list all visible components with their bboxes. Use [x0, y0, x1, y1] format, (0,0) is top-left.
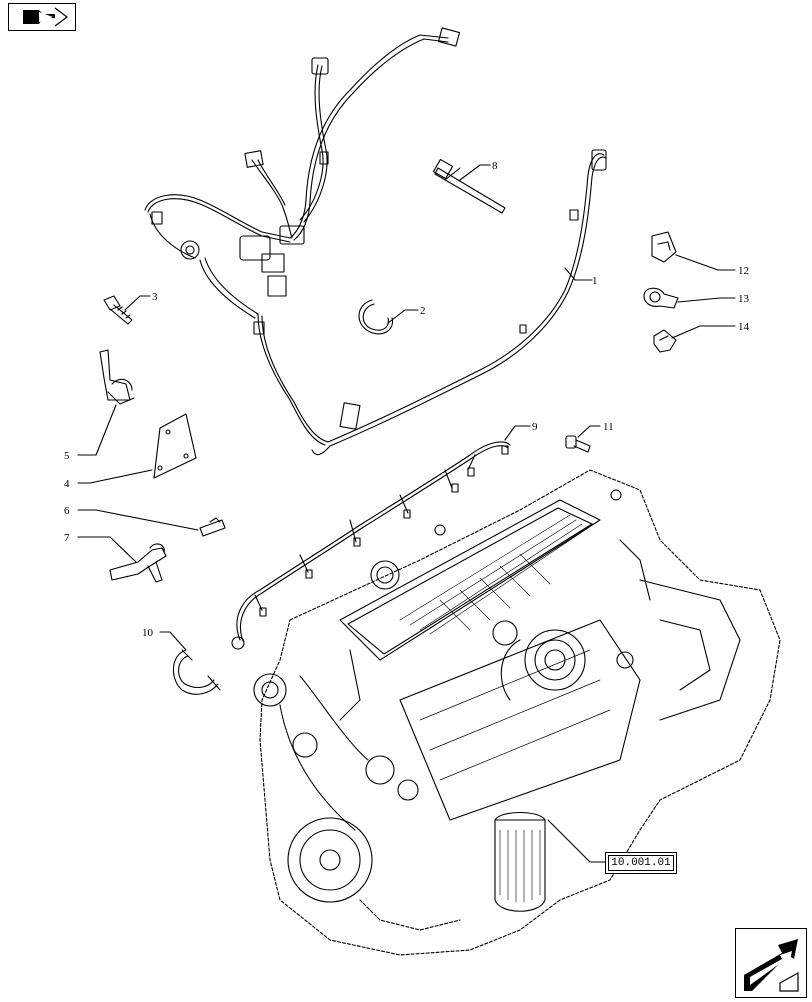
callout-1-leader: [564, 267, 593, 281]
book-arrow-icon: [23, 7, 68, 27]
callout-9: 9: [532, 421, 538, 433]
screw: [565, 435, 591, 453]
callout-8: 8: [492, 160, 498, 172]
callout-4: 4: [64, 478, 70, 490]
callout-13-leader: [677, 297, 736, 303]
callout-6-leader: [77, 509, 199, 531]
callout-2-leader: [387, 309, 419, 324]
callout-3: 3: [152, 291, 158, 303]
clip-ring: [358, 299, 394, 335]
callout-3-leader: [124, 295, 151, 311]
callout-14-leader: [671, 325, 736, 339]
plate: [153, 413, 197, 479]
callout-4-leader: [77, 469, 153, 484]
callout-10-leader: [159, 631, 187, 651]
hose-clamp: [172, 649, 221, 695]
small-clip: [199, 517, 226, 537]
clip-13: [643, 287, 679, 309]
bolt: [103, 295, 133, 325]
clip-14: [653, 329, 677, 353]
callout-1: 1: [592, 275, 598, 287]
engine-assembly: [253, 469, 781, 956]
clip-12: [651, 231, 677, 263]
reference-label-10-001-01[interactable]: 10.001.01: [605, 852, 677, 874]
callout-9-leader: [504, 425, 531, 441]
bracket: [99, 349, 135, 405]
cable-tie: [432, 158, 506, 214]
next-page-arrow-icon: [744, 939, 799, 992]
callout-2: 2: [420, 305, 426, 317]
callout-11: 11: [603, 421, 614, 433]
next-page-button[interactable]: [735, 928, 807, 998]
callout-12: 12: [738, 265, 749, 277]
callout-7: 7: [64, 532, 70, 544]
callout-labels: 1 2 3 4 5 6 7 8 9 10 11 12 13 14: [64, 160, 750, 639]
book-navigation-button[interactable]: [8, 3, 76, 31]
injector-harness: [231, 441, 511, 650]
pipe-bracket: [109, 543, 167, 583]
callout-5: 5: [64, 450, 70, 462]
reference-leader: [547, 819, 606, 863]
callout-6: 6: [64, 505, 70, 517]
callout-10: 10: [142, 627, 154, 639]
callout-5-leader: [77, 404, 117, 456]
callout-11-leader: [577, 425, 601, 438]
callout-13: 13: [738, 293, 750, 305]
callout-7-leader: [77, 536, 137, 563]
main-wiring-harness: [144, 27, 607, 456]
callout-12-leader: [675, 254, 736, 271]
callout-14: 14: [738, 321, 750, 333]
callout-8-leader: [459, 164, 491, 181]
